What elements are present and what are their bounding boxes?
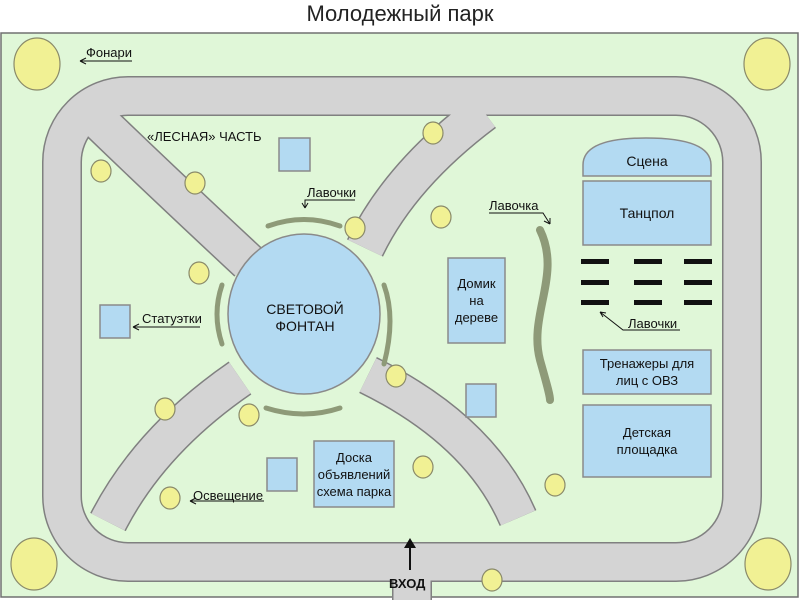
lamp-icon xyxy=(90,159,112,183)
bench-arc-right xyxy=(381,282,393,367)
label-trainers: Тренажеры для лиц с ОВЗ xyxy=(599,356,695,388)
long-bench xyxy=(533,226,554,404)
label-statues: Статуэтки xyxy=(142,311,202,326)
treehouse-shape[interactable] xyxy=(447,257,506,344)
bench-bars xyxy=(581,259,712,305)
arrow-icon xyxy=(301,199,355,209)
bench-arc-bottom xyxy=(263,405,343,417)
up-arrow-icon xyxy=(404,538,416,570)
bench-bar xyxy=(634,259,662,264)
label-treehouse: Домик на дереве xyxy=(454,276,499,325)
lamp-icon xyxy=(430,205,452,229)
label-fountain: СВЕТОВОЙ ФОНТАН xyxy=(266,301,344,334)
bench-bar xyxy=(684,300,712,305)
statue xyxy=(266,457,298,492)
label-playground: Детская площадка xyxy=(616,425,678,457)
label-benches-top: Лавочки xyxy=(307,185,357,200)
arrow-icon xyxy=(132,323,200,331)
arrow-icon xyxy=(489,212,551,225)
dancefloor-shape[interactable] xyxy=(582,180,712,246)
lamp-icon xyxy=(154,397,176,421)
bench-bar xyxy=(634,280,662,285)
lamp-icon xyxy=(743,37,791,91)
fountain-benches xyxy=(214,217,393,417)
trainers-shape[interactable] xyxy=(582,349,712,395)
lamp-icon xyxy=(344,216,366,240)
light-fountain[interactable] xyxy=(227,233,381,395)
label-entrance: ВХОД xyxy=(389,576,426,591)
lamp-icon xyxy=(159,486,181,510)
lamp-icon xyxy=(481,568,503,592)
buildings xyxy=(99,137,712,508)
label-benches-right: Лавочки xyxy=(628,316,678,331)
bench-arc-left xyxy=(214,282,225,347)
arrow-icon xyxy=(189,497,264,505)
stage-shape[interactable] xyxy=(582,137,712,177)
bench-bar xyxy=(684,280,712,285)
bench-bar xyxy=(684,259,712,264)
arrow-icon xyxy=(79,57,132,65)
arrow-icon xyxy=(599,311,680,331)
label-bench-single: Лавочка xyxy=(489,198,539,213)
label-lighting: Освещение xyxy=(193,488,264,503)
paths xyxy=(42,76,762,600)
lamp-icon xyxy=(13,37,61,91)
statue xyxy=(465,383,497,418)
label-stage: Сцена xyxy=(626,152,668,169)
lamp-icon xyxy=(385,364,407,388)
bench-bar xyxy=(634,300,662,305)
lamp-icon xyxy=(412,455,434,479)
lamp-icon xyxy=(184,171,206,195)
statue xyxy=(99,304,131,339)
map-title: Молодежный парк xyxy=(306,1,494,26)
lamp-icon xyxy=(544,473,566,497)
bench-bar xyxy=(581,300,609,305)
pointers xyxy=(79,57,680,505)
lamp-icon xyxy=(238,403,260,427)
bench-arc-top xyxy=(265,217,343,229)
label-dancefloor: Танцпол xyxy=(619,204,675,221)
lamp-icon xyxy=(744,537,792,591)
bench-bar xyxy=(581,259,609,264)
playground-shape[interactable] xyxy=(582,404,712,478)
board-shape[interactable] xyxy=(313,440,395,508)
label-forest-part: «ЛЕСНАЯ» ЧАСТЬ xyxy=(147,129,262,144)
lamp-icon xyxy=(10,537,58,591)
lamps xyxy=(10,37,792,592)
label-board: Доска объявлений схема парка xyxy=(316,449,392,499)
lamp-icon xyxy=(188,261,210,285)
statue xyxy=(278,137,311,172)
label-lights: Фонари xyxy=(86,45,133,60)
lamp-icon xyxy=(422,121,444,145)
bench-bar xyxy=(581,280,609,285)
